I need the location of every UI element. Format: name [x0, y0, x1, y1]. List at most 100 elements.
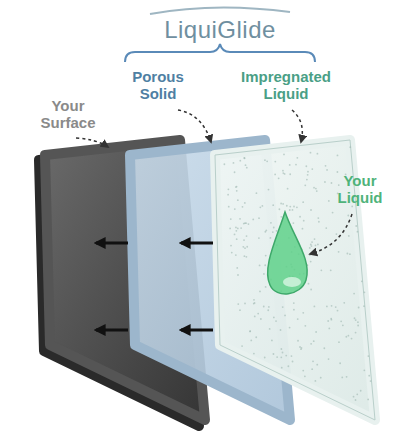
speckle-dot [342, 324, 344, 326]
speckle-dot [311, 168, 313, 170]
speckle-dot [260, 318, 262, 320]
speckle-dot [320, 269, 322, 271]
speckle-dot [266, 160, 268, 162]
speckle-dot [270, 222, 272, 224]
speckle-dot [259, 206, 261, 208]
speckle-dot [245, 222, 247, 224]
speckle-dot [311, 368, 313, 370]
direction-arrow [96, 329, 128, 332]
speckle-dot [315, 331, 317, 333]
speckle-dot [303, 220, 305, 222]
speckle-dot [270, 237, 272, 239]
speckle-dot [337, 310, 339, 312]
speckle-dot [305, 165, 307, 167]
speckle-dot [276, 356, 278, 358]
speckle-dot [280, 348, 282, 350]
speckle-dot [310, 244, 312, 246]
drop-highlight [283, 277, 301, 287]
speckle-dot [287, 188, 289, 190]
speckle-dot [227, 194, 229, 196]
speckle-dot [259, 291, 261, 293]
speckle-dot [249, 331, 251, 333]
speckle-dot [252, 219, 254, 221]
speckle-dot [363, 369, 365, 371]
speckle-dot [367, 399, 369, 401]
speckle-dot [310, 343, 312, 345]
speckle-dot [255, 336, 257, 338]
speckle-dot [351, 338, 353, 340]
speckle-dot [236, 238, 238, 240]
leader-arrow [292, 110, 302, 142]
speckle-dot [265, 230, 267, 232]
speckle-dot [347, 335, 349, 337]
speckle-dot [289, 209, 291, 211]
speckle-dot [307, 171, 309, 173]
speckle-dot [273, 317, 275, 319]
speckle-dot [293, 309, 295, 311]
speckle-dot [347, 215, 349, 217]
speckle-dot [237, 303, 239, 305]
speckle-dot [289, 327, 291, 329]
speckle-dot [230, 245, 232, 247]
speckle-dot [275, 320, 277, 322]
speckle-dot [267, 309, 269, 311]
speckle-dot [304, 325, 306, 327]
speckle-dot [236, 267, 238, 269]
speckle-dot [246, 246, 248, 248]
speckle-dot [337, 171, 339, 173]
speckle-dot [328, 200, 330, 202]
speckle-dot [253, 353, 255, 355]
speckle-dot [349, 146, 351, 148]
speckle-dot [263, 273, 265, 275]
speckle-dot [223, 163, 225, 165]
speckle-dot [239, 309, 241, 311]
speckle-dot [357, 325, 359, 327]
speckle-dot [245, 164, 247, 166]
speckle-dot [291, 355, 293, 357]
speckle-dot [367, 355, 369, 357]
speckle-dot [320, 377, 322, 379]
speckle-dot [264, 357, 266, 359]
speckle-dot [230, 218, 232, 220]
speckle-dot [309, 247, 311, 249]
speckle-dot [306, 179, 308, 181]
leader-arrow [310, 214, 352, 254]
speckle-dot [229, 228, 231, 230]
speckle-dot [302, 228, 304, 230]
speckle-dot [253, 299, 255, 301]
speckle-dot [296, 206, 298, 208]
speckle-dot [244, 247, 246, 249]
speckle-dot [343, 302, 345, 304]
speckle-dot [236, 186, 238, 188]
speckle-dot [355, 319, 357, 321]
speckle-dot [234, 208, 236, 210]
speckle-dot [345, 336, 347, 338]
speckle-dot [244, 303, 246, 305]
speckle-dot [317, 243, 319, 245]
speckle-dot [235, 227, 237, 229]
speckle-dot [241, 345, 243, 347]
speckle-dot [295, 164, 297, 166]
speckle-dot [349, 253, 351, 255]
speckle-dot [316, 364, 318, 366]
speckle-dot [340, 320, 342, 322]
speckle-dot [271, 340, 273, 342]
speckle-dot [301, 347, 303, 349]
speckle-dot [368, 375, 370, 377]
layer-label: Impregnated Liquid [231, 68, 341, 103]
layer-label: Your Liquid [325, 172, 395, 207]
speckle-dot [243, 239, 245, 241]
speckle-dot [237, 199, 239, 201]
speckle-dot [357, 321, 359, 323]
speckle-dot [278, 208, 280, 210]
speckle-dot [264, 159, 266, 161]
speckle-dot [280, 356, 282, 358]
speckle-dot [242, 246, 244, 248]
speckle-dot [310, 152, 312, 154]
speckle-dot [361, 280, 363, 282]
layer-label: Porous Solid [122, 68, 194, 103]
speckle-dot [317, 217, 319, 219]
speckle-dot [326, 306, 328, 308]
speckle-dot [310, 289, 312, 291]
speckle-dot [242, 206, 244, 208]
